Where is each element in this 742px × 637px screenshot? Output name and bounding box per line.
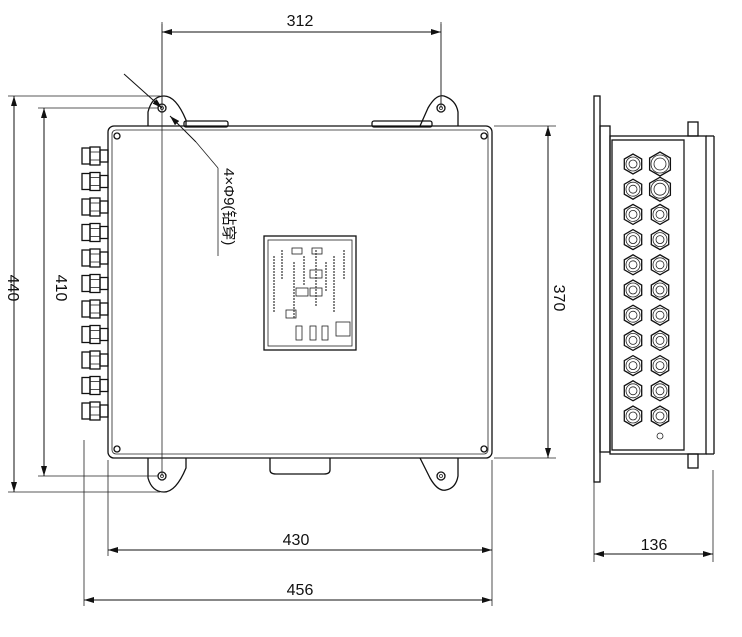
dimension-body-height: 370 [550, 285, 567, 312]
dimension-side-depth: 136 [641, 537, 668, 554]
gland-nut [650, 354, 670, 377]
corner-screw [480, 132, 488, 140]
gland-nut [623, 380, 643, 402]
dimension-outer-height: 440 [4, 275, 21, 302]
gland-panel [611, 139, 685, 451]
gland-nut [623, 203, 643, 226]
corner-screw [480, 445, 488, 453]
dimension-top-width: 312 [287, 13, 314, 30]
cable-gland [81, 299, 109, 319]
gland-nut [650, 228, 670, 251]
cable-gland [81, 248, 109, 268]
gland-nut [623, 354, 643, 377]
cable-gland [81, 401, 109, 421]
mounting-ear-bottom-left [147, 458, 187, 493]
dimension-hole-height: 410 [52, 275, 69, 302]
gland-nut [623, 405, 643, 427]
side-view [593, 95, 715, 483]
bottom-tab [269, 458, 331, 475]
gland-nut [650, 329, 670, 352]
front-view [81, 24, 493, 493]
cable-gland [81, 273, 109, 294]
side-flange [593, 95, 601, 483]
top-tab-right [371, 120, 433, 128]
side-body [609, 135, 707, 455]
gland-nut [650, 304, 670, 326]
dimension-body-width: 430 [283, 532, 310, 549]
gland-nut [623, 279, 643, 301]
cable-gland [81, 375, 109, 396]
dimensions: 312 440 410 370 430 456 136 [4, 13, 714, 606]
gland-nut [650, 405, 670, 427]
cable-gland [81, 350, 109, 370]
corner-screw [113, 132, 121, 140]
gland-nut [650, 279, 670, 301]
gland-nut [623, 178, 643, 200]
mounting-ear-top-right [419, 95, 459, 127]
gland-nut [648, 151, 672, 177]
gland-nut [623, 153, 643, 175]
cable-gland [81, 171, 109, 192]
mounting-hole-br [436, 471, 446, 481]
gland-nut [623, 254, 643, 276]
gland-nut [623, 329, 643, 352]
gland-nut [650, 254, 670, 276]
name-plate [263, 235, 357, 351]
cable-gland [81, 324, 109, 345]
cable-gland [81, 197, 109, 217]
mounting-ear-top-left [147, 95, 187, 126]
cable-gland [81, 222, 109, 243]
drain-hole [656, 432, 664, 440]
gland-nut [650, 380, 670, 402]
gland-nut [623, 228, 643, 251]
dimension-overall-width: 456 [287, 582, 314, 599]
hole-note: 4×Φ9(钻穿) [220, 168, 237, 245]
mounting-ear-bottom-right [419, 457, 459, 491]
corner-screw [113, 445, 121, 453]
top-tab-left [183, 120, 229, 128]
gland-nut [650, 203, 670, 226]
gland-nut [648, 176, 672, 202]
cable-glands-left [81, 146, 109, 421]
gland-nut [623, 304, 643, 326]
cable-glands-side [623, 151, 672, 440]
cable-gland [81, 146, 109, 166]
enclosure-body [107, 125, 493, 459]
